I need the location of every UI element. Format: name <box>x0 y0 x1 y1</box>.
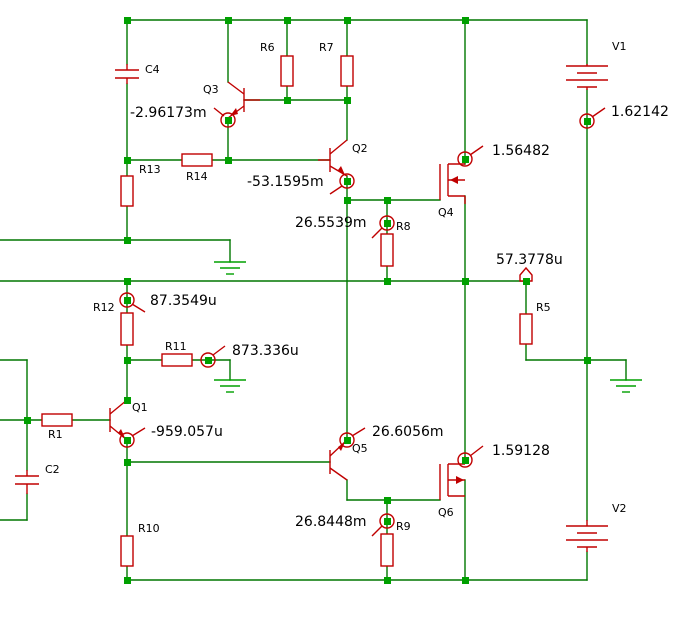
label-c4: C4 <box>145 63 160 76</box>
label-v2: V2 <box>612 502 627 515</box>
junction-nodes <box>24 17 591 584</box>
resistor-r12 <box>120 312 134 346</box>
wires <box>0 19 627 581</box>
current-probe-icon <box>329 173 355 195</box>
label-r13: R13 <box>139 163 161 176</box>
capacitor-c4 <box>115 64 139 84</box>
label-q3: Q3 <box>203 83 219 96</box>
readout-q2-current: -53.1595m <box>247 174 324 190</box>
current-probe-icon <box>579 107 606 129</box>
reference-labels: C4 R6 R7 V1 Q3 R13 R14 Q2 Q4 R8 R5 R12 R… <box>45 40 627 535</box>
current-probe-icon <box>119 292 146 313</box>
readout-c4-current: -2.96173m <box>130 105 207 121</box>
label-r8: R8 <box>396 220 411 233</box>
label-r6: R6 <box>260 41 275 54</box>
mosfet-q6 <box>439 456 466 500</box>
battery-v2 <box>566 520 608 552</box>
resistor-r5 <box>519 313 533 345</box>
readout-r11-current: 873.336u <box>232 343 299 359</box>
components <box>15 55 608 567</box>
resistor-r7 <box>340 55 354 87</box>
label-q2: Q2 <box>352 142 368 155</box>
label-r10: R10 <box>138 522 160 535</box>
current-probe-icon <box>213 107 236 128</box>
readout-r5-voltage: 57.3778u <box>496 252 563 268</box>
ground-icon <box>214 261 246 275</box>
readout-r8-current: 26.5539m <box>295 215 367 231</box>
resistor-r11 <box>161 353 193 367</box>
resistor-r14 <box>181 153 213 167</box>
current-probe-icon <box>371 215 395 239</box>
transistor-q3 <box>227 81 260 119</box>
ground-symbols <box>214 261 642 393</box>
resistor-r8 <box>380 233 394 267</box>
label-r9: R9 <box>396 520 411 533</box>
label-v1: V1 <box>612 40 627 53</box>
label-c2: C2 <box>45 463 60 476</box>
current-probe-icon <box>200 345 226 368</box>
label-r14: R14 <box>186 170 208 183</box>
current-probe-icon <box>457 145 484 167</box>
label-q4: Q4 <box>438 206 454 219</box>
label-r12: R12 <box>93 301 115 314</box>
label-r7: R7 <box>319 41 334 54</box>
transistor-q2 <box>318 139 348 177</box>
readout-q1-current: -959.057u <box>151 424 223 440</box>
resistor-r6 <box>280 55 294 87</box>
label-q6: Q6 <box>438 506 454 519</box>
readout-q6-current: 1.59128 <box>492 443 550 459</box>
resistor-r9 <box>380 533 394 567</box>
probe-readouts: -2.96173m 1.62142 1.56482 -53.1595m 26.5… <box>130 104 669 530</box>
resistor-r13 <box>120 175 134 207</box>
ground-icon <box>214 379 246 393</box>
current-probe-icon <box>371 513 395 537</box>
label-q5: Q5 <box>352 442 368 455</box>
current-probe-icon <box>457 445 484 468</box>
mosfet-q4 <box>439 163 466 204</box>
readout-r12-current: 87.3549u <box>150 293 217 309</box>
battery-v1 <box>566 64 608 90</box>
ground-icon <box>610 379 642 393</box>
readout-q5-current: 26.6056m <box>372 424 444 440</box>
current-probe-icon <box>339 427 366 448</box>
resistor-r1 <box>41 413 73 427</box>
current-probe-icon <box>119 427 146 448</box>
probe-markers <box>119 107 606 537</box>
label-q1: Q1 <box>132 401 148 414</box>
resistor-r10 <box>120 535 134 567</box>
label-r11: R11 <box>165 340 187 353</box>
readout-r9-current: 26.8448m <box>295 514 367 530</box>
label-r1: R1 <box>48 428 63 441</box>
readout-q4-current: 1.56482 <box>492 143 550 159</box>
label-r5: R5 <box>536 301 551 314</box>
capacitor-c2 <box>15 470 39 494</box>
readout-v1-current: 1.62142 <box>611 104 669 120</box>
